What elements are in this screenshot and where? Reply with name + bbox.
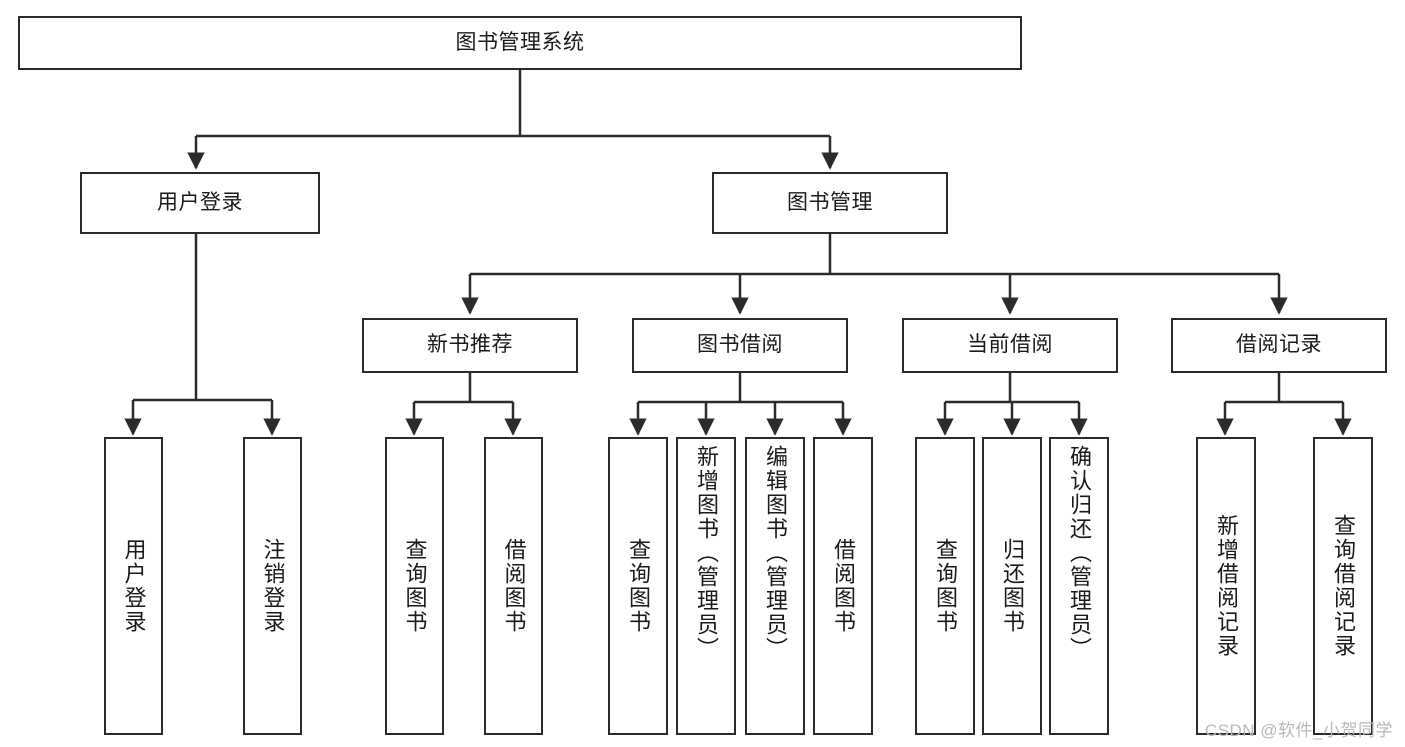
node-label: 归还图书	[1000, 538, 1025, 634]
node-label: 查询图书	[933, 538, 958, 634]
node-book-management-system[interactable]: 图书管理系统	[18, 16, 1022, 70]
node-current-borrow[interactable]: 当前借阅	[902, 318, 1118, 373]
node-label: 编辑图书（管理员）	[763, 445, 788, 661]
node-leaf-add-book[interactable]: 新增图书（管理员）	[676, 437, 736, 735]
node-leaf-edit-book[interactable]: 编辑图书（管理员）	[745, 437, 805, 735]
node-label: 借阅图书	[501, 538, 527, 634]
node-book-management[interactable]: 图书管理	[712, 172, 948, 234]
node-leaf-query-book-current[interactable]: 查询图书	[915, 437, 975, 735]
node-leaf-user-login[interactable]: 用户登录	[104, 437, 163, 735]
node-label: 查询图书	[626, 538, 651, 634]
node-label: 图书借阅	[697, 333, 783, 357]
node-label: 图书管理系统	[455, 30, 585, 54]
node-leaf-query-book-borrow[interactable]: 查询图书	[608, 437, 668, 735]
node-new-book-recommend[interactable]: 新书推荐	[362, 318, 578, 373]
node-label: 借阅图书	[831, 538, 856, 634]
node-label: 借阅记录	[1236, 333, 1322, 357]
node-leaf-logout-login[interactable]: 注销登录	[243, 437, 302, 735]
node-label: 当前借阅	[967, 333, 1053, 357]
node-label: 新书推荐	[427, 333, 513, 357]
node-label: 用户登录	[157, 190, 243, 214]
node-leaf-add-borrow-record[interactable]: 新增借阅记录	[1196, 437, 1256, 735]
node-label: 用户登录	[121, 538, 147, 634]
node-leaf-query-book-recommend[interactable]: 查询图书	[385, 437, 444, 735]
node-borrow-record[interactable]: 借阅记录	[1171, 318, 1387, 373]
node-label: 确认归还（管理员）	[1067, 445, 1092, 661]
csdn-watermark: CSDN @软件_小贺同学	[1204, 721, 1393, 740]
node-label: 注销登录	[260, 538, 286, 634]
node-label: 新增借阅记录	[1214, 514, 1239, 658]
node-label: 查询借阅记录	[1331, 514, 1356, 658]
node-label: 查询图书	[402, 538, 428, 634]
node-leaf-borrow-book-recommend[interactable]: 借阅图书	[484, 437, 543, 735]
node-leaf-confirm-return[interactable]: 确认归还（管理员）	[1049, 437, 1109, 735]
node-label: 新增图书（管理员）	[694, 445, 719, 661]
node-leaf-borrow-book[interactable]: 借阅图书	[813, 437, 873, 735]
node-label: 图书管理	[787, 190, 873, 214]
node-user-login[interactable]: 用户登录	[80, 172, 320, 234]
node-leaf-query-borrow-record[interactable]: 查询借阅记录	[1313, 437, 1373, 735]
node-book-borrow[interactable]: 图书借阅	[632, 318, 848, 373]
node-leaf-return-book[interactable]: 归还图书	[982, 437, 1042, 735]
